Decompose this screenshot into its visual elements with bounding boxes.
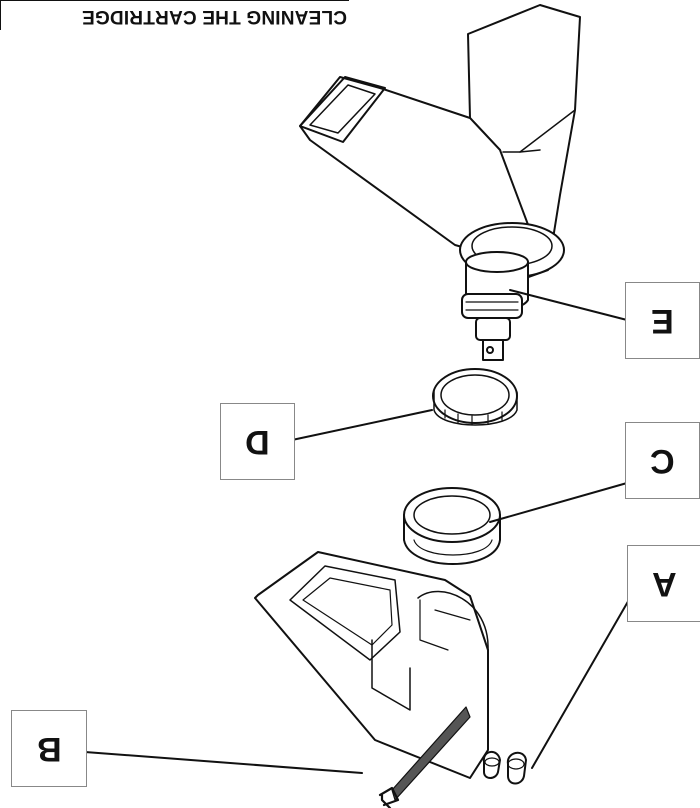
leader-line-a <box>531 597 631 769</box>
leader-lines <box>84 289 631 774</box>
base-plate-part <box>254 551 489 779</box>
callout-a-letter: A <box>651 565 677 603</box>
grub-screw-part <box>482 751 527 785</box>
callout-e: E <box>625 282 700 359</box>
callout-e-letter: E <box>651 302 674 340</box>
callout-d-letter: D <box>245 423 270 461</box>
leader-line-c <box>489 482 628 523</box>
faucet-body <box>299 4 581 281</box>
leader-line-e <box>509 289 628 321</box>
leader-line-d <box>291 409 433 441</box>
cover-part <box>403 487 501 565</box>
callout-b-letter: B <box>36 730 62 768</box>
allen-key-part <box>378 706 471 808</box>
callout-c: C <box>625 422 700 499</box>
ring-nut-part <box>432 368 518 426</box>
cartridge-part <box>461 251 529 361</box>
callout-d: D <box>220 403 295 480</box>
callout-c-letter: C <box>650 442 675 480</box>
callout-a: A <box>627 545 700 622</box>
leader-line-b <box>84 751 363 774</box>
callout-b: B <box>11 710 87 787</box>
